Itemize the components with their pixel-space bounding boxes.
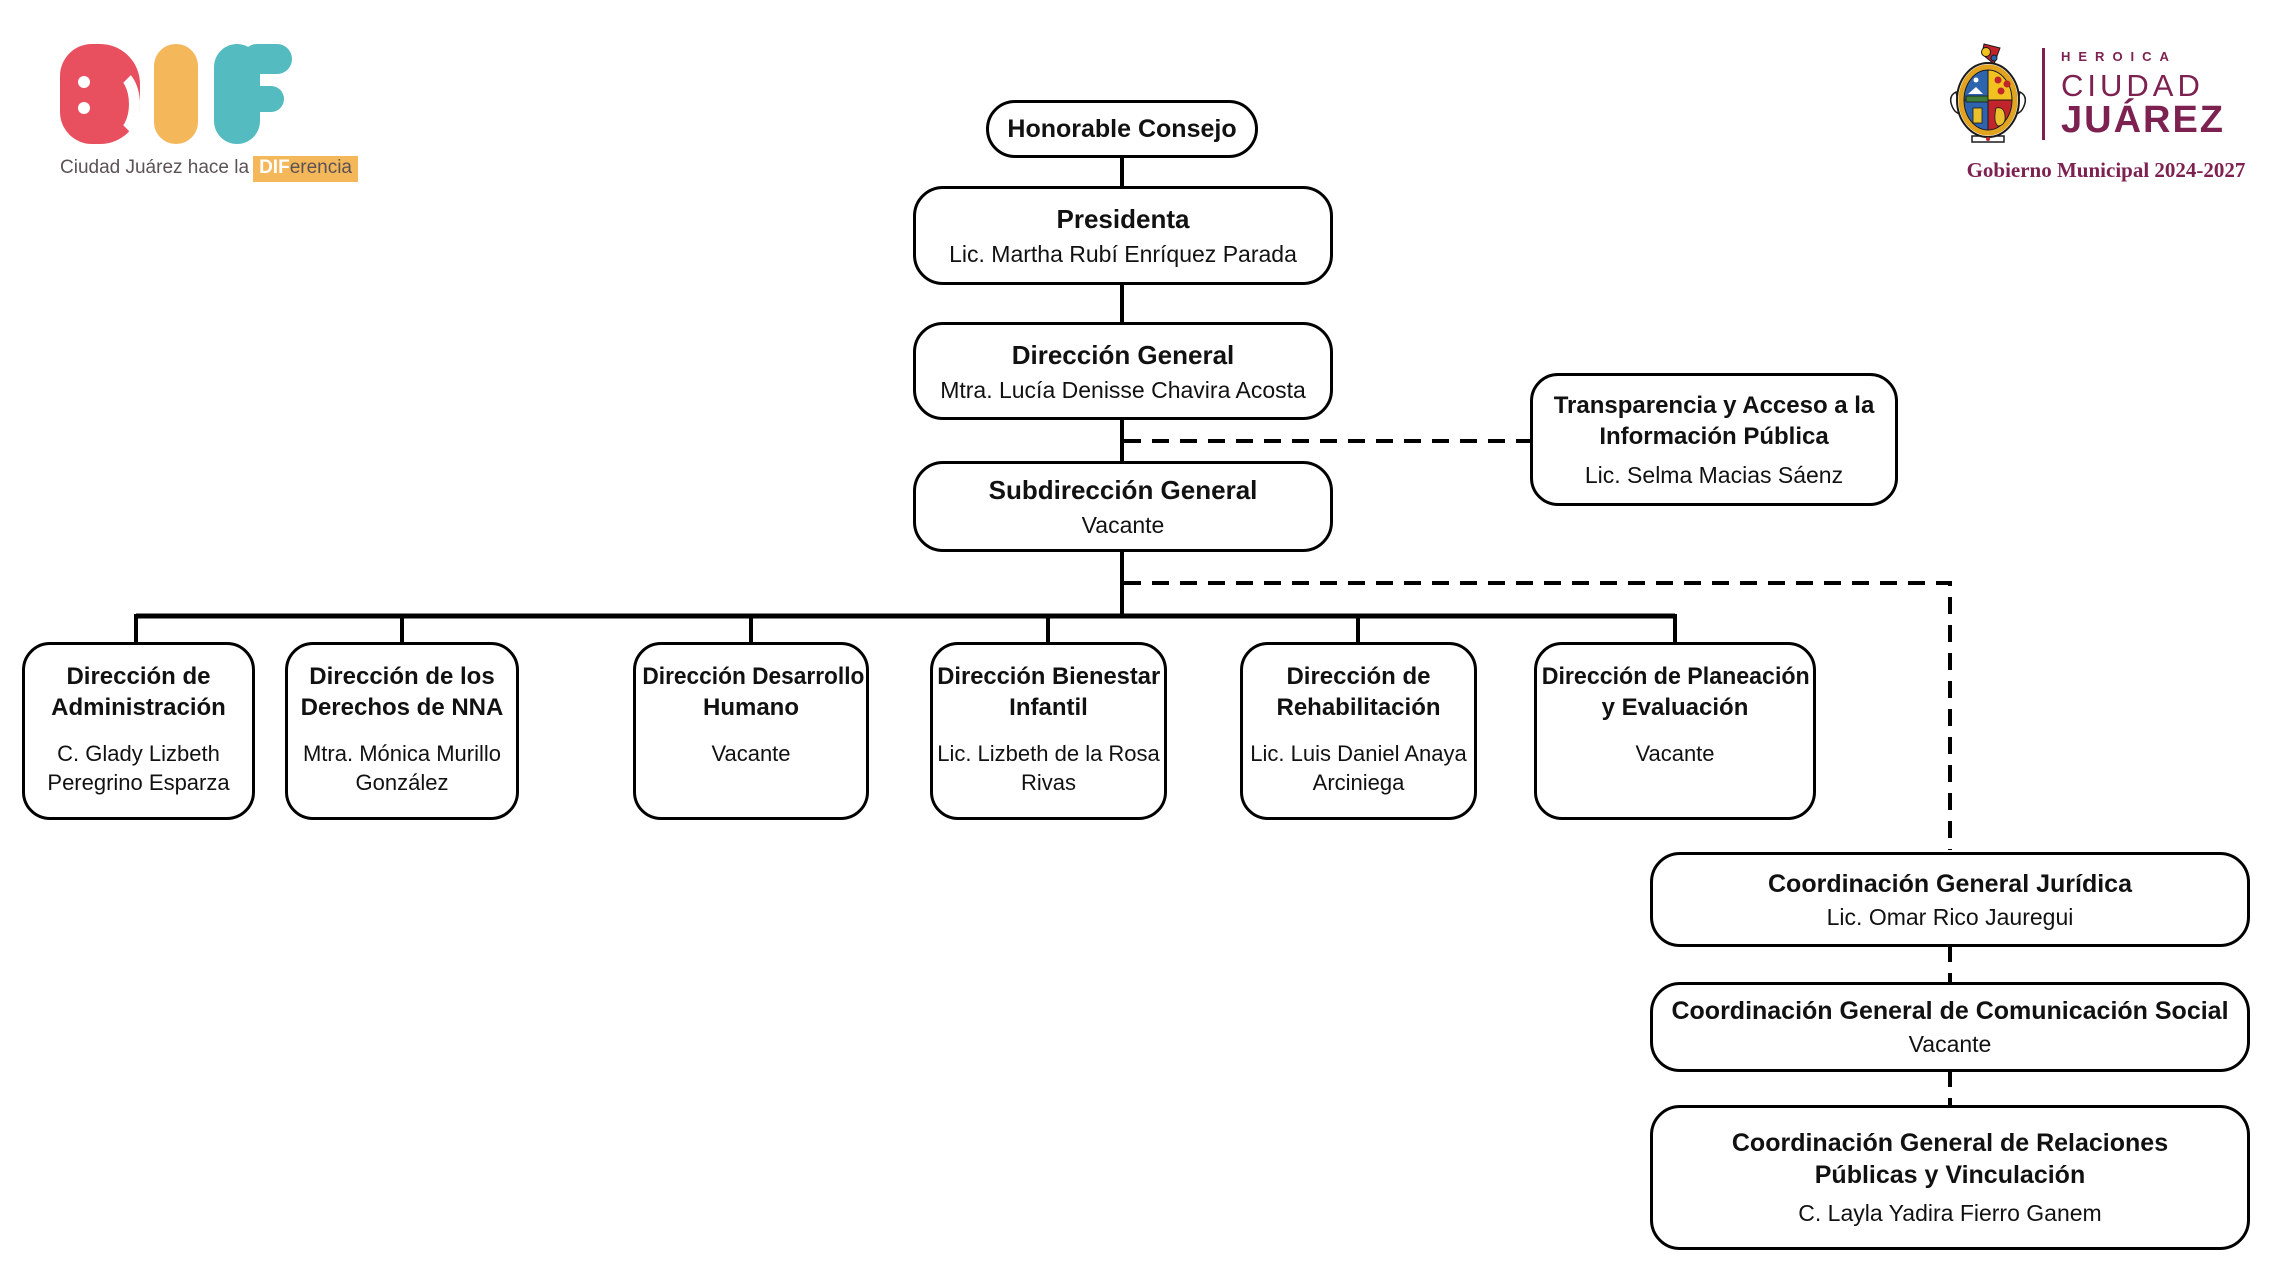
juarez-label: JUÁREZ (2061, 99, 2226, 141)
dif-letter-d-smiley-icon (60, 44, 140, 144)
node-title: Infantil (1009, 694, 1088, 721)
node-person: González (355, 770, 449, 795)
node-title: Transparencia y Acceso a la (1553, 391, 1875, 419)
node-person: Arciniega (1312, 770, 1405, 795)
node-person: Vacante (1908, 1031, 1992, 1057)
node-person: Vacante (711, 741, 791, 766)
node-person: Vacante (1081, 512, 1165, 538)
node-person: Rivas (1020, 770, 1076, 795)
node-direccion-general: Dirección General Mtra. Lucía Denisse Ch… (913, 322, 1333, 420)
dif-logo-letters (60, 44, 380, 144)
node-title: Dirección de (66, 663, 211, 690)
node-title: Subdirección General (988, 475, 1258, 505)
node-person: Vacante (1635, 741, 1715, 766)
node-person: Lic. Martha Rubí Enríquez Parada (949, 241, 1297, 267)
node-subdireccion-general: Subdirección General Vacante (913, 461, 1333, 552)
node-title: Dirección Bienestar (936, 663, 1160, 690)
node-person: Lic. Lizbeth de la Rosa (937, 741, 1160, 766)
dif-tagline-prefix: Ciudad Juárez hace la (60, 157, 250, 178)
node-title: Dirección General (1011, 339, 1235, 370)
dif-letter-i-icon (154, 44, 198, 144)
logo-divider (2042, 48, 2045, 140)
node-title: Dirección de (1286, 663, 1431, 690)
node-person: Lic. Selma Macias Sáenz (1584, 461, 1844, 488)
node-person: Mtra. Lucía Denisse Chavira Acosta (940, 376, 1306, 403)
node-title: y Evaluación (1601, 694, 1749, 721)
node-title: Información Pública (1599, 422, 1829, 450)
node-title: Derechos de NNA (300, 694, 504, 721)
dif-letter-f-icon (214, 44, 294, 144)
node-title: Honorable Consejo (1007, 114, 1237, 143)
node-title: Públicas y Vinculación (1814, 1161, 2086, 1189)
node-presidenta: Presidenta Lic. Martha Rubí Enríquez Par… (913, 186, 1333, 285)
node-title: Coordinación General de Relaciones (1731, 1129, 2169, 1157)
node-title: Coordinación General de Comunicación Soc… (1671, 997, 2229, 1025)
node-transparencia: Transparencia y Acceso a la Información … (1530, 373, 1898, 506)
node-direccion-rehabilitacion: Dirección de Rehabilitación Lic. Luis Da… (1240, 642, 1477, 820)
node-direccion-derechos-nna: Dirección de los Derechos de NNA Mtra. M… (285, 642, 519, 820)
node-direccion-bienestar-infantil: Dirección Bienestar Infantil Lic. Lizbet… (930, 642, 1167, 820)
dif-tagline-highlight: DIFerencia (253, 156, 359, 182)
node-direccion-desarrollo-humano: Dirección Desarrollo Humano Vacante (633, 642, 869, 820)
node-title: Dirección de Planeación (1541, 663, 1810, 690)
node-title: Presidenta (1056, 204, 1190, 234)
gobierno-municipal-label: Gobierno Municipal 2024-2027 (1966, 158, 2246, 182)
node-coordinacion-relaciones-publicas: Coordinación General de Relaciones Públi… (1650, 1105, 2250, 1250)
node-honorable-consejo: Honorable Consejo (986, 100, 1258, 158)
node-title: Dirección Desarrollo (642, 663, 865, 690)
node-person: C. Glady Lizbeth (57, 741, 220, 766)
node-title: Dirección de los (309, 663, 495, 690)
node-person: Mtra. Mónica Murillo (302, 741, 502, 766)
ciudad-juarez-logo: HEROICA CIUDAD JUÁREZ Gobierno Municipal… (1946, 42, 2266, 183)
node-coordinacion-comunicacion-social: Coordinación General de Comunicación Soc… (1650, 982, 2250, 1072)
node-title: Rehabilitación (1276, 694, 1441, 721)
node-direccion-planeacion-evaluacion: Dirección de Planeación y Evaluación Vac… (1534, 642, 1816, 820)
node-person: Lic. Luis Daniel Anaya (1250, 741, 1467, 766)
node-person: Peregrino Esparza (47, 770, 230, 795)
juarez-crest-icon (1949, 43, 2027, 143)
node-person: Lic. Omar Rico Jauregui (1826, 903, 2074, 930)
node-direccion-administracion: Dirección de Administración C. Glady Liz… (22, 642, 255, 820)
ciudad-label: CIUDAD (2061, 68, 2204, 103)
node-title: Humano (703, 694, 799, 721)
heroica-label: HEROICA (2061, 49, 2177, 64)
node-person: C. Layla Yadira Fierro Ganem (1798, 1200, 2102, 1226)
node-title: Coordinación General Jurídica (1768, 869, 2132, 898)
node-title: Administración (51, 694, 226, 721)
node-coordinacion-juridica: Coordinación General Jurídica Lic. Omar … (1650, 852, 2250, 947)
